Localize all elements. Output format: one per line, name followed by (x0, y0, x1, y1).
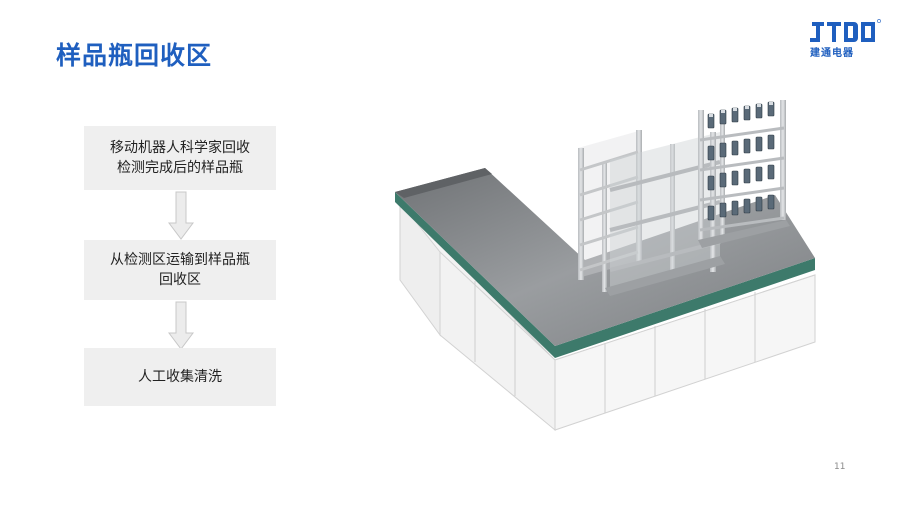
down-arrow-icon (168, 301, 194, 350)
company-logo (810, 19, 881, 42)
down-arrow-icon (168, 191, 194, 240)
flow-step-1: 移动机器人科学家回收 检测完成后的样品瓶 (84, 126, 276, 190)
logo-text: 建通电器 (810, 48, 854, 59)
flow-step-2-line1: 从检测区运输到样品瓶 (110, 252, 250, 268)
flow-step-1-line2: 检测完成后的样品瓶 (117, 160, 243, 176)
page-title: 样品瓶回收区 (56, 41, 213, 70)
flow-step-3-line1: 人工收集清洗 (138, 369, 222, 385)
flow-step-1-line1: 移动机器人科学家回收 (110, 140, 250, 156)
flow-step-3: 人工收集清洗 (84, 348, 276, 406)
lab-bench-illustration (395, 100, 816, 432)
flow-step-2: 从检测区运输到样品瓶 回收区 (84, 240, 276, 300)
flow-step-2-line2: 回收区 (159, 272, 201, 288)
page-number: 11 (834, 462, 846, 472)
